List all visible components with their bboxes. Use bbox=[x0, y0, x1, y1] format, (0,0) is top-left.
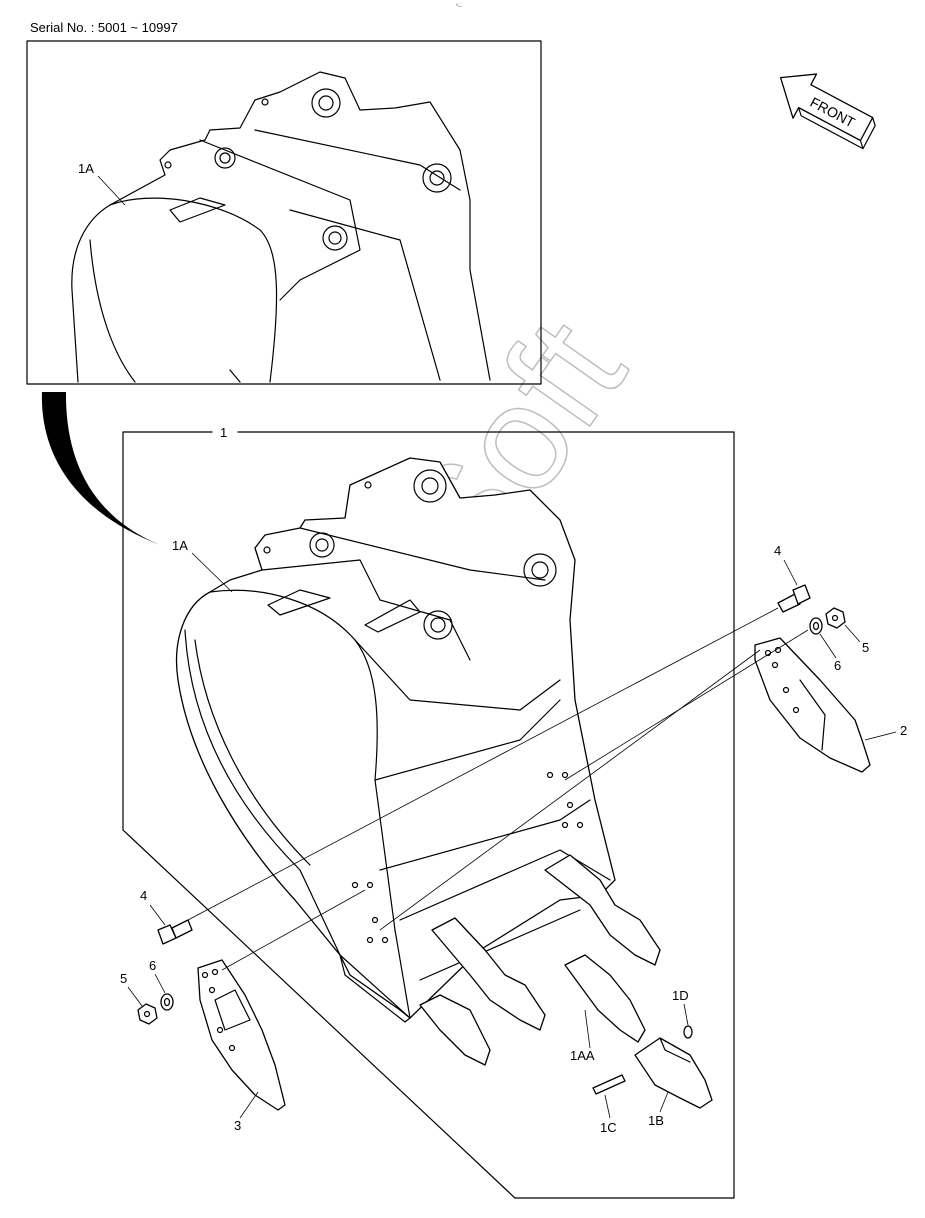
callout-4-bolt-left: 4 bbox=[140, 888, 147, 903]
washer-left bbox=[160, 993, 174, 1011]
callout-5-nut-left: 5 bbox=[120, 971, 127, 986]
callout-6-washer-right: 6 bbox=[834, 658, 841, 673]
nut-right bbox=[825, 607, 846, 629]
inset-box bbox=[26, 40, 542, 385]
callout-1a-top: 1A bbox=[78, 161, 94, 176]
side-cutter-right bbox=[754, 637, 871, 773]
callout-1a-main: 1A bbox=[172, 538, 188, 553]
callout-2-cutter-right: 2 bbox=[900, 723, 907, 738]
nut-left bbox=[137, 1003, 158, 1025]
tooth-1b bbox=[634, 1037, 713, 1109]
callout-4-bolt-right: 4 bbox=[774, 543, 781, 558]
callout-1b-tooth: 1B bbox=[648, 1113, 664, 1128]
callout-3-cutter-left: 3 bbox=[234, 1118, 241, 1133]
lock-1d bbox=[683, 1025, 693, 1039]
bucket-teeth bbox=[419, 854, 661, 1066]
bolt-right bbox=[777, 584, 811, 613]
callout-5-nut-right: 5 bbox=[862, 640, 869, 655]
callout-1-assembly: 1 bbox=[220, 425, 227, 440]
front-arrow: FRONT bbox=[779, 73, 876, 150]
washer-right bbox=[809, 617, 823, 635]
callout-6-washer-left: 6 bbox=[149, 958, 156, 973]
connector-arrow bbox=[41, 392, 160, 545]
corner-mark: ⁰– bbox=[456, 4, 462, 10]
side-cutter-left bbox=[197, 959, 286, 1111]
bucket bbox=[175, 457, 616, 1023]
assembly-leader-lines bbox=[187, 607, 809, 971]
callout-1c-pin: 1C bbox=[600, 1120, 617, 1135]
pin-1c bbox=[592, 1074, 626, 1095]
callout-1aa-adapter: 1AA bbox=[570, 1048, 595, 1063]
bolt-left bbox=[157, 919, 193, 945]
assembly-frame bbox=[122, 431, 735, 1199]
callout-1d-lock: 1D bbox=[672, 988, 689, 1003]
serial-number-label: Serial No. : 5001 ~ 10997 bbox=[30, 20, 178, 35]
